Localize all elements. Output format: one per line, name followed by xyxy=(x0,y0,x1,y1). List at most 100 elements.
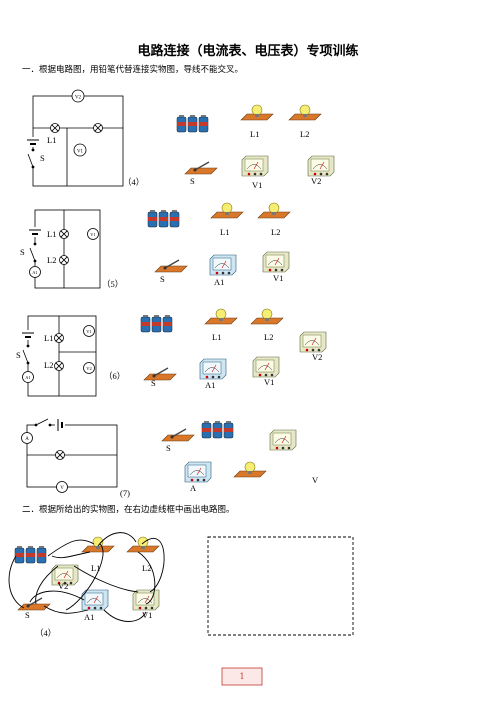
voltmeter-image xyxy=(262,251,290,273)
label-S-physical: S xyxy=(151,378,156,388)
label-L2-physical: L2 xyxy=(264,332,274,342)
page-number-box xyxy=(221,667,263,686)
battery-symbol xyxy=(29,227,41,237)
switch-image xyxy=(154,259,188,273)
label-A1-physical: A1 xyxy=(214,277,225,287)
label-L1: L1 xyxy=(47,135,57,145)
label-V1-physical: V1 xyxy=(273,273,284,283)
label-L2-physical: L2 xyxy=(142,563,152,573)
circuit-diagram-7 xyxy=(26,424,118,488)
lamp-symbol xyxy=(54,361,64,371)
label-A1-physical: A1 xyxy=(205,380,216,390)
voltmeter-image xyxy=(307,155,335,177)
voltmeter-symbol: V xyxy=(56,481,68,493)
ammeter-image xyxy=(184,461,212,483)
bulb-holder-image xyxy=(257,202,291,219)
svg-text:V1: V1 xyxy=(86,329,92,334)
voltmeter-symbol: V2 xyxy=(71,89,85,103)
bulb-holder-image xyxy=(288,104,322,121)
circuit-diagram-5 xyxy=(34,209,101,289)
label-L2: L2 xyxy=(47,255,57,265)
switch-image xyxy=(184,161,218,175)
switch-symbol xyxy=(22,344,33,365)
problem-number: (7) xyxy=(120,488,130,498)
svg-text:V: V xyxy=(60,486,64,491)
switch-image xyxy=(161,428,195,442)
voltmeter-image xyxy=(252,356,280,378)
label-L2-physical: L2 xyxy=(271,227,281,237)
svg-text:A1: A1 xyxy=(32,270,38,275)
label-V2-physical: V2 xyxy=(311,176,322,186)
svg-text:V2: V2 xyxy=(75,96,82,101)
switch-symbol xyxy=(27,148,38,169)
connecting-wires xyxy=(8,532,165,622)
label-S-physical: S xyxy=(160,274,165,284)
lamp-symbol xyxy=(59,229,69,239)
section-1-instruction: 一．根据电路图，用铅笔代替连接实物图，导线不能交叉。 xyxy=(22,65,244,75)
battery-symbol xyxy=(55,419,65,431)
ammeter-symbol: A1 xyxy=(29,266,41,278)
label-S-physical: S xyxy=(190,176,195,186)
label-L2: L2 xyxy=(44,360,54,370)
battery-pack-image xyxy=(15,546,46,563)
lamp-symbol xyxy=(54,333,64,343)
ammeter-image xyxy=(199,358,227,380)
battery-symbol xyxy=(27,137,39,147)
svg-text:V1: V1 xyxy=(90,232,96,237)
bulb-holder-image xyxy=(250,308,284,325)
answer-box xyxy=(207,536,354,636)
lamp-symbol xyxy=(93,123,103,133)
label-L1-physical: L1 xyxy=(212,332,222,342)
switch-symbol xyxy=(29,242,40,263)
label-S: S xyxy=(20,247,25,257)
battery-symbol xyxy=(22,330,34,340)
voltmeter-image xyxy=(241,155,269,177)
bulb-holder-image xyxy=(210,202,244,219)
svg-text:V1: V1 xyxy=(77,150,84,155)
bulb-holder-image xyxy=(81,536,115,553)
label-V1-physical: V1 xyxy=(264,377,275,387)
voltmeter-symbol: V1 xyxy=(87,228,99,240)
page-title: 电路连接（电流表、电压表）专项训练 xyxy=(137,44,359,59)
ammeter-image xyxy=(81,589,109,611)
lamp-symbol xyxy=(50,123,60,133)
voltmeter-image xyxy=(269,429,297,451)
svg-text:V2: V2 xyxy=(86,366,92,371)
page-number: 1 xyxy=(239,672,245,681)
label-L1-physical: L1 xyxy=(250,129,260,139)
ammeter-symbol: A1 xyxy=(22,371,34,383)
label-S: S xyxy=(16,350,21,360)
problem-number: （6） xyxy=(104,371,126,381)
voltmeter-symbol: V2 xyxy=(83,362,95,374)
problem-number: （4） xyxy=(123,177,145,187)
battery-pack-image xyxy=(202,421,233,438)
label-V2-physical: V2 xyxy=(312,352,323,362)
problem-number: （4） xyxy=(35,628,57,638)
problem-number: （5） xyxy=(102,279,124,289)
switch-symbol xyxy=(34,418,52,428)
voltmeter-symbol: V1 xyxy=(83,325,95,337)
bulb-holder-image xyxy=(240,104,274,121)
label-S-physical: S xyxy=(166,443,171,453)
battery-pack-image xyxy=(141,315,172,332)
label-L1-physical: L1 xyxy=(220,227,230,237)
lamp-symbol xyxy=(55,450,65,460)
bulb-holder-image xyxy=(204,308,238,325)
battery-pack-image xyxy=(177,115,208,132)
voltmeter-image xyxy=(132,589,160,611)
voltmeter-symbol: V1 xyxy=(73,143,87,157)
label-L1: L1 xyxy=(44,333,54,343)
voltmeter-image xyxy=(299,331,327,353)
label-L1: L1 xyxy=(47,229,57,239)
label-L2-physical: L2 xyxy=(300,129,310,139)
section-2-instruction: 二．根据所给出的实物图，在右边虚线框中画出电路图。 xyxy=(22,505,235,515)
label-A1-physical: A1 xyxy=(84,612,95,622)
label-S: S xyxy=(40,153,45,163)
label-S-physical: S xyxy=(25,610,30,620)
lamp-symbol xyxy=(59,255,69,265)
svg-text:A: A xyxy=(25,437,29,442)
switch-image xyxy=(17,597,51,611)
svg-text:A1: A1 xyxy=(25,375,31,380)
bulb-holder-image xyxy=(126,536,160,553)
